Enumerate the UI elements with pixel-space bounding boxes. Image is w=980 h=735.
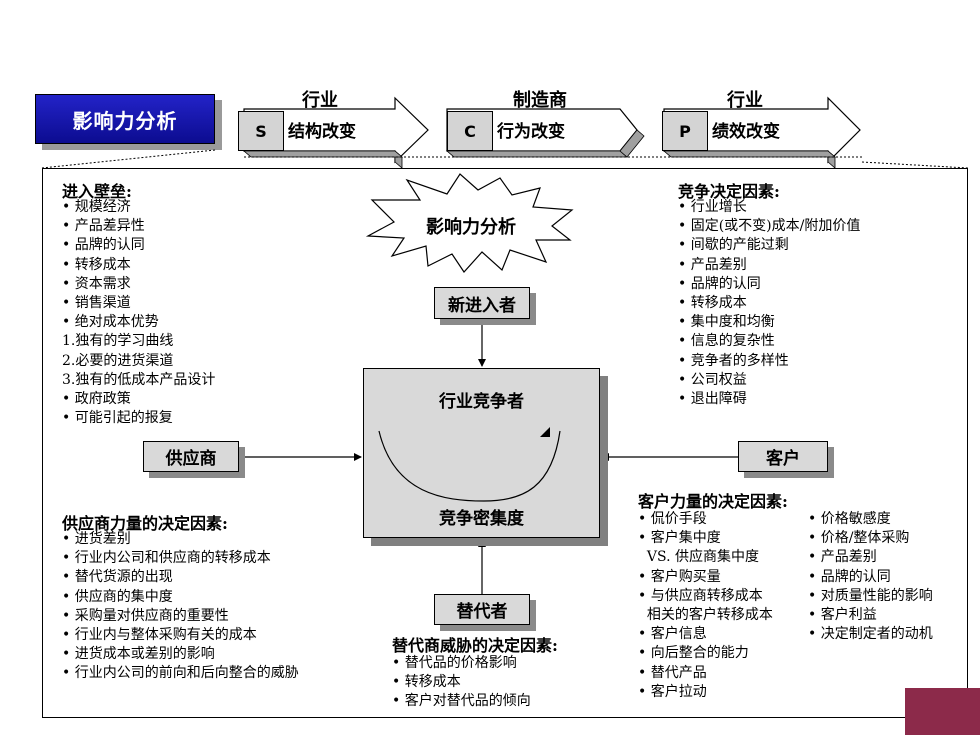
list-item: • 客户利益 <box>808 607 877 624</box>
list-item: • 决定制定者的动机 <box>808 626 933 643</box>
list-item: • 客户对替代品的倾向 <box>392 693 531 710</box>
industry-competitors-box: 行业竞争者 竞争密集度 <box>363 368 600 538</box>
list-item: • 产品差别 <box>808 549 877 566</box>
list-item: • 产品差异性 <box>62 218 145 235</box>
list-item: 2.必要的进货渠道 <box>62 352 174 369</box>
list-item: • 替代品的价格影响 <box>392 655 517 671</box>
zoom-line-right <box>861 161 969 169</box>
list-item: • 行业内与整体采购有关的成本 <box>62 627 257 644</box>
burst-shape <box>365 173 574 273</box>
list-item: • 转移成本 <box>62 256 131 273</box>
list-item: • 间歇的产能过剩 <box>678 237 789 254</box>
title-badge: 影响力分析 <box>35 94 215 144</box>
list-item: • 绝对成本优势 <box>62 314 159 331</box>
list-item: • 客户购买量 <box>638 568 721 585</box>
substitute-threat-heading: 替代商威胁的决定因素: <box>392 636 558 655</box>
list-item: • 行业内公司的前向和后向整合的威胁 <box>62 665 299 682</box>
list-item: • 替代货源的出现 <box>62 569 173 586</box>
list-item: • 转移成本 <box>392 674 461 691</box>
list-item: • 产品差别 <box>678 256 747 273</box>
list-item: • 侃价手段 <box>638 511 707 527</box>
rivalry-intensity-label: 竞争密集度 <box>439 509 524 529</box>
list-item: • 供应商的集中度 <box>62 588 173 605</box>
list-item: • 与供应商转移成本 <box>638 587 763 604</box>
title-text: 影响力分析 <box>72 108 178 133</box>
rivalry-curve-arrow <box>540 427 550 437</box>
customer-power-list-right: • 价格敏感度 • 价格/整体采购 • 产品差别 • 品牌的认同 • 对质量性能的影响 •… <box>808 510 933 644</box>
substitutes-box: 替代者 <box>434 594 530 625</box>
scp-arrow-s <box>242 96 429 169</box>
supplier-power-list: • 进货差别 • 行业内公司和供应商的转移成本 • 替代货源的出现 • 供应商的集中度… <box>62 530 299 684</box>
list-item: • 进货差别 <box>62 531 131 547</box>
list-item: • 对质量性能的影响 <box>808 587 933 604</box>
list-item: • 价格敏感度 <box>808 511 891 527</box>
list-item: • 固定(或不变)成本/附加价值 <box>678 218 861 235</box>
rivalry-curve-svg <box>378 427 561 502</box>
list-item: • 采购量对供应商的重要性 <box>62 607 229 624</box>
scp-text-s: 结构改变 <box>288 122 356 142</box>
rivalry-curve <box>378 430 561 502</box>
customers-label: 客户 <box>766 449 800 469</box>
supplier-power-heading: 供应商力量的决定因素: <box>62 514 228 533</box>
list-item: • 客户信息 <box>638 626 707 643</box>
scp-letter-s: S <box>238 111 284 151</box>
list-item: • 集中度和均衡 <box>678 314 775 331</box>
customer-power-list-left: • 侃价手段 • 客户集中度 VS. 供应商集中度 • 客户购买量 • 与供应商转移成… <box>638 510 773 702</box>
list-item: 3.独有的低成本产品设计 <box>62 371 216 388</box>
new-entrants-label: 新进入者 <box>448 295 516 316</box>
list-item: • 可能引起的报复 <box>62 410 173 427</box>
scp-arrow-p <box>662 96 861 169</box>
burst-label: 影响力分析 <box>426 217 516 238</box>
substitute-threat-list: • 替代品的价格影响 • 转移成本 • 客户对替代品的倾向 <box>392 654 531 712</box>
suppliers-box: 供应商 <box>143 441 239 472</box>
list-item: 1.独有的学习曲线 <box>62 333 174 350</box>
list-item: • 向后整合的能力 <box>638 645 749 662</box>
list-item: • 客户集中度 <box>638 530 721 547</box>
list-item: • 销售渠道 <box>62 295 131 312</box>
list-item: • 资本需求 <box>62 275 131 292</box>
zoom-line-left <box>41 149 216 169</box>
list-item: • 行业内公司和供应商的转移成本 <box>62 550 271 567</box>
entry-barriers-list: • 规模经济 • 产品差异性 • 品牌的认同 • 转移成本 • 资本需求 • 销售渠道 • … <box>62 198 215 428</box>
scp-letter-p: P <box>662 111 708 151</box>
list-item: • 客户拉动 <box>638 683 707 700</box>
list-item: • 进货成本或差别的影响 <box>62 646 215 663</box>
list-item: • 行业增长 <box>678 199 747 215</box>
competition-factors-list: • 行业增长 • 固定(或不变)成本/附加价值 • 间歇的产能过剩 • 产品差别 • 品… <box>678 198 860 409</box>
list-item: • 规模经济 <box>62 199 131 215</box>
suppliers-label: 供应商 <box>165 449 217 469</box>
entry-barriers-heading: 进入壁垒: <box>62 182 132 201</box>
list-item: 相关的客户转移成本 <box>638 607 773 624</box>
list-item: • 竞争者的多样性 <box>678 352 789 369</box>
list-item: • 转移成本 <box>678 295 747 312</box>
list-item: • 退出障碍 <box>678 391 747 408</box>
list-item: • 品牌的认同 <box>808 568 891 585</box>
list-item: • 品牌的认同 <box>678 275 761 292</box>
main-frame <box>42 168 968 718</box>
scp-text-c: 行为改变 <box>497 122 565 142</box>
scp-letter-c: C <box>447 111 493 151</box>
list-item: • 公司权益 <box>678 371 747 388</box>
scp-text-p: 绩效改变 <box>712 122 780 142</box>
scp-top-label-p: 行业 <box>727 90 763 111</box>
list-item: • 价格/整体采购 <box>808 530 910 547</box>
substitutes-label: 替代者 <box>456 602 508 622</box>
new-entrants-box: 新进入者 <box>434 287 530 319</box>
list-item: VS. 供应商集中度 <box>638 549 760 566</box>
list-item: • 政府政策 <box>62 391 131 408</box>
page-number-tab <box>905 688 980 735</box>
list-item: • 替代产品 <box>638 664 707 681</box>
industry-competitors-title: 行业竞争者 <box>439 392 524 412</box>
competition-factors-heading: 竞争决定因素: <box>678 182 780 201</box>
scp-top-label-s: 行业 <box>302 90 338 111</box>
scp-top-label-c: 制造商 <box>513 90 567 111</box>
customers-box: 客户 <box>738 441 828 472</box>
list-item: • 信息的复杂性 <box>678 333 775 350</box>
customer-power-heading: 客户力量的决定因素: <box>638 492 788 511</box>
list-item: • 品牌的认同 <box>62 237 145 254</box>
